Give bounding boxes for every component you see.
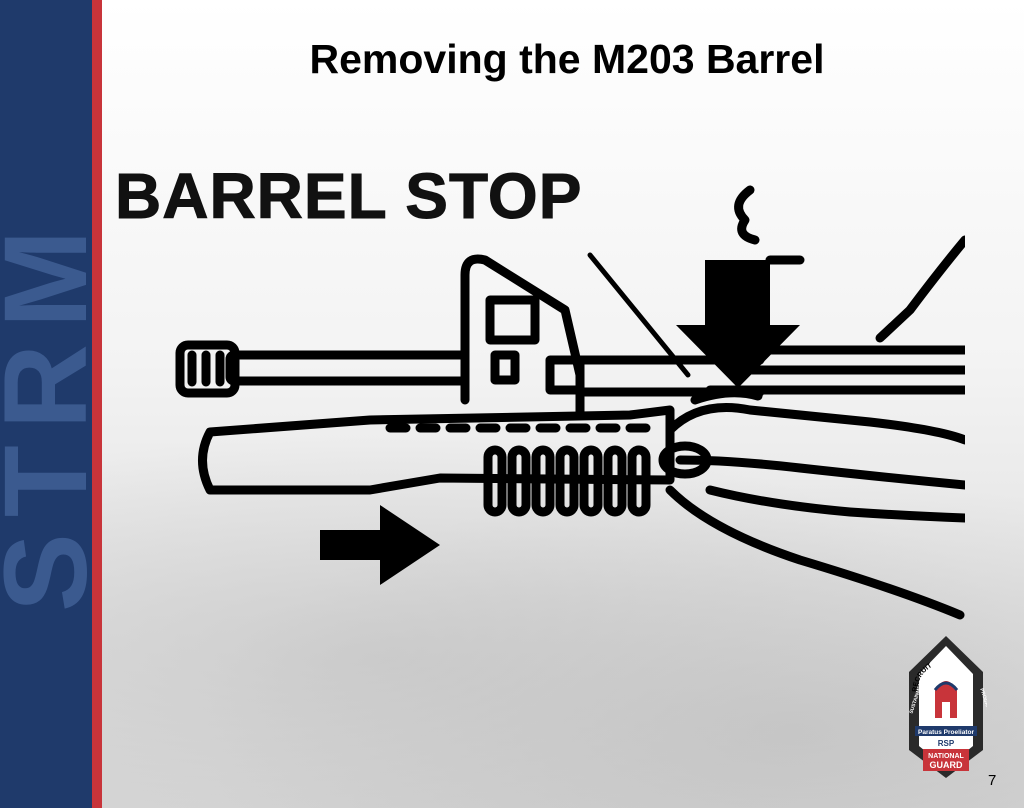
flash-hider	[175, 340, 240, 398]
rifle-barrel	[225, 350, 470, 386]
spartan-helmet-icon	[935, 681, 957, 718]
rightward-arrow-icon	[320, 505, 440, 585]
slide-title: Removing the M203 Barrel	[309, 36, 825, 82]
emblem-guard: GUARD	[930, 760, 963, 770]
m203-barrel-diagram	[175, 185, 965, 620]
launcher-barrel	[198, 405, 675, 495]
emblem-motto: Paratus Proeliator	[918, 729, 974, 736]
launcher-spring	[483, 445, 651, 517]
barrel-stop-label: BARREL STOP	[114, 160, 583, 233]
front-sight	[460, 254, 585, 420]
sidebar-logo-text: STRM	[0, 213, 112, 612]
hand-outline	[665, 485, 965, 620]
emblem-text-right: PROGRAM	[978, 688, 987, 715]
emblem-rsp: RSP	[938, 739, 955, 748]
page-number: 7	[988, 772, 997, 789]
emblem-national: NATIONAL	[928, 753, 964, 760]
sidebar-red-stripe	[92, 0, 102, 808]
downward-arrow-icon	[676, 260, 800, 388]
sidebar-band	[0, 0, 92, 808]
charging-handle	[875, 235, 965, 343]
recruit-sustainment-program-emblem: RECRUIT SUSTAINMENT PROGRAM Paratus Proe…	[909, 636, 987, 778]
